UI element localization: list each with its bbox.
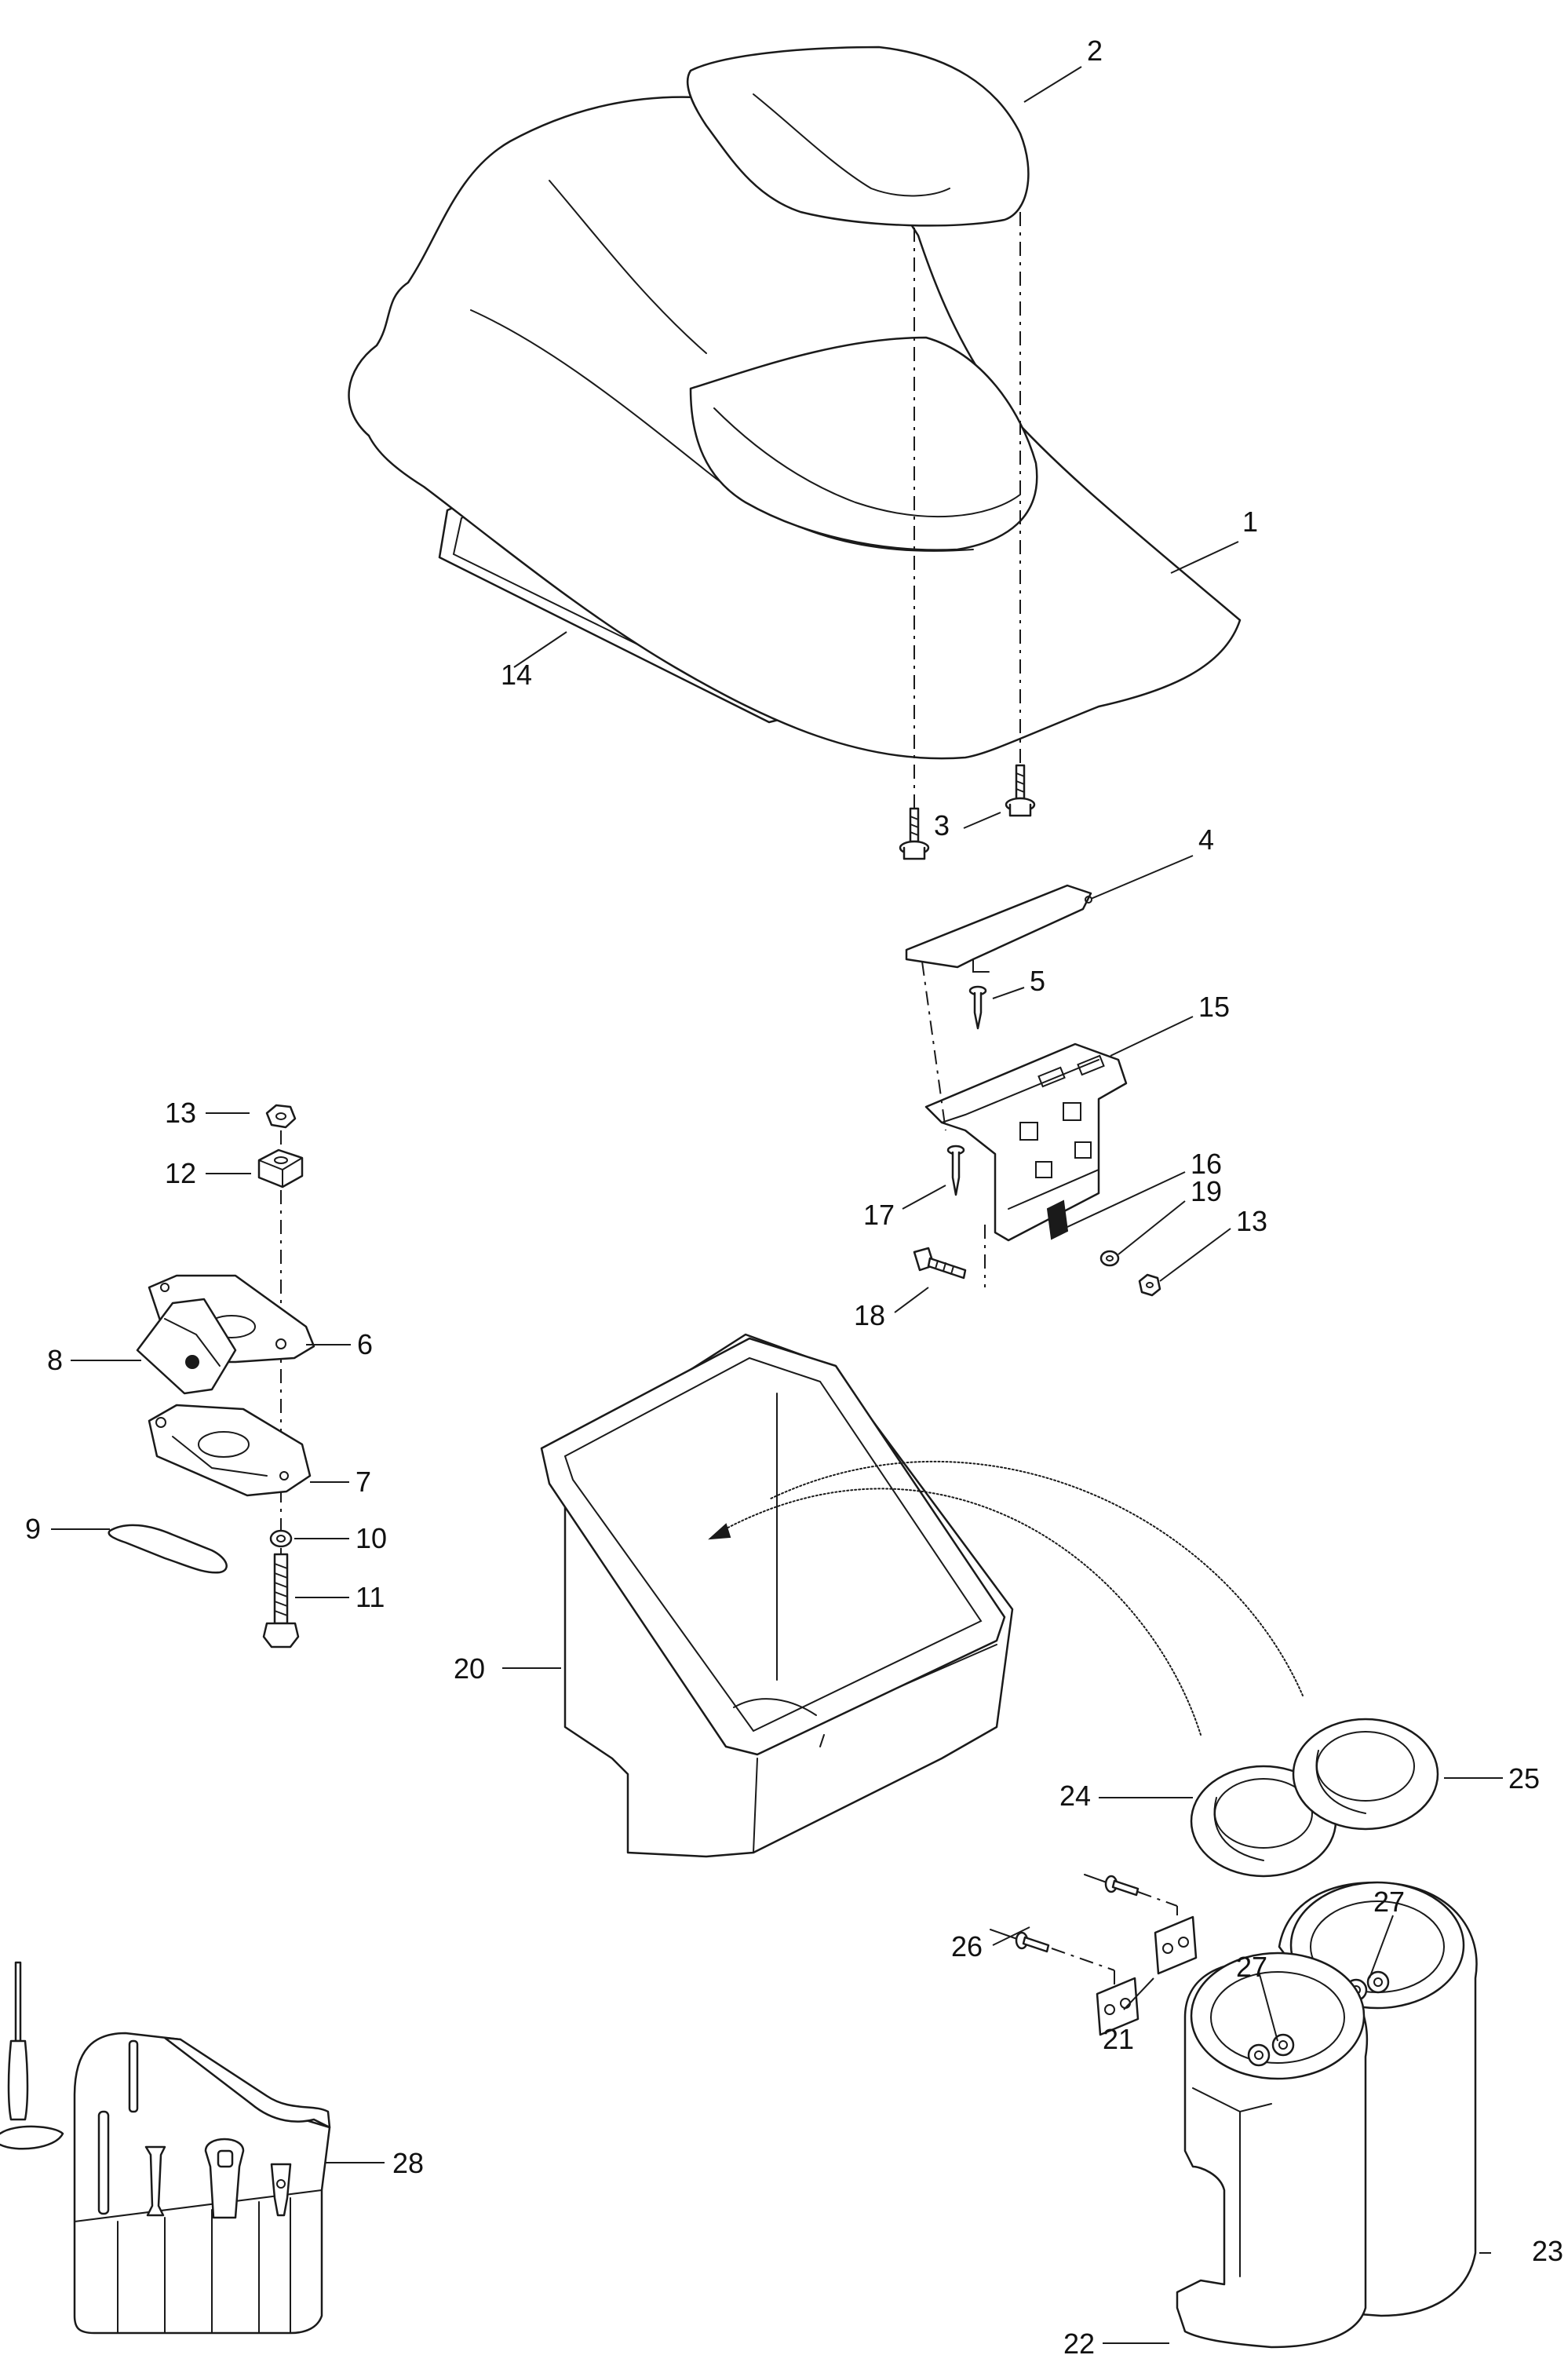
part-18-bolt: [913, 1247, 967, 1280]
callout-9: 9: [25, 1513, 41, 1545]
callout-13-left: 13: [165, 1097, 196, 1129]
part-9-wire-clip: [108, 1524, 228, 1574]
part-15-latch-bracket: [924, 1042, 1128, 1242]
insertion-arrow: [708, 1460, 1304, 1736]
part-3-screw-left: [899, 807, 930, 860]
leader-lines: [51, 66, 1503, 2344]
part-4-plate: [905, 884, 1092, 973]
callout-8: 8: [47, 1344, 63, 1376]
callout-15: 15: [1198, 991, 1230, 1023]
part-13-nut-left: [265, 1104, 297, 1129]
callout-12: 12: [165, 1157, 196, 1189]
callout-18: 18: [854, 1299, 885, 1331]
part-19-washer: [1099, 1250, 1120, 1267]
part-25-cap: [1292, 1718, 1439, 1831]
callout-26: 26: [951, 1930, 983, 1962]
callout-11: 11: [356, 1581, 385, 1613]
part-2-seat-top: [686, 46, 1030, 227]
part-3-screw-right: [1005, 764, 1036, 817]
part-12-square-nut: [257, 1148, 304, 1188]
part-13-nut-right: [1138, 1273, 1161, 1297]
callout-labels: 1 2 3 4 5 6 7 8 9 10 11 12 13 13 14 15 1…: [25, 35, 1563, 2355]
part-26-rivet-lower: [990, 1929, 1050, 1953]
callout-25: 25: [1508, 1762, 1540, 1795]
part-22-container: [1176, 1952, 1369, 2349]
callout-4: 4: [1198, 823, 1214, 856]
callout-13-right: 13: [1236, 1205, 1267, 1237]
part-7-latch-base: [148, 1404, 312, 1497]
callout-7: 7: [356, 1466, 371, 1498]
callout-24: 24: [1059, 1780, 1091, 1812]
callout-3: 3: [934, 809, 950, 842]
callout-20: 20: [454, 1652, 485, 1685]
part-21-plate-left: [1096, 1977, 1140, 2036]
callout-27-left: 27: [1236, 1951, 1267, 1983]
callout-5: 5: [1030, 965, 1045, 997]
screwdriver-icon: [0, 1961, 64, 2150]
part-1-seat-cover: [348, 96, 1242, 760]
part-11-bolt: [262, 1553, 300, 1648]
alignment-line-bracket-left: [921, 961, 946, 1131]
callout-10: 10: [356, 1522, 387, 1554]
part-10-washer: [269, 1529, 293, 1548]
part-26-rivet-upper: [1084, 1874, 1140, 1897]
callout-23: 23: [1532, 2235, 1563, 2267]
part-17-rivet: [946, 1145, 965, 1196]
part-16-clip: [1046, 1199, 1069, 1240]
part-8-latch-lever: [136, 1298, 237, 1395]
part-21-plate-right: [1154, 1915, 1198, 1975]
callout-19: 19: [1191, 1175, 1222, 1207]
callout-27-right: 27: [1373, 1886, 1405, 1918]
callout-2: 2: [1087, 35, 1103, 67]
alignment-line-plates-2: [1114, 1906, 1178, 1986]
callout-16: 16: [1191, 1148, 1222, 1180]
callout-6: 6: [357, 1328, 373, 1360]
part-20-storage-bin: [540, 1333, 1014, 1858]
alignment-line-plates-1: [1051, 1891, 1178, 1971]
callout-28: 28: [392, 2147, 424, 2179]
part-28-tool-kit: [73, 2032, 331, 2335]
callout-1: 1: [1242, 506, 1258, 538]
callout-22: 22: [1063, 2328, 1095, 2355]
part-5-rivet: [968, 985, 987, 1030]
callout-21: 21: [1103, 2023, 1134, 2055]
callout-14: 14: [501, 659, 532, 691]
callout-17: 17: [863, 1199, 895, 1231]
